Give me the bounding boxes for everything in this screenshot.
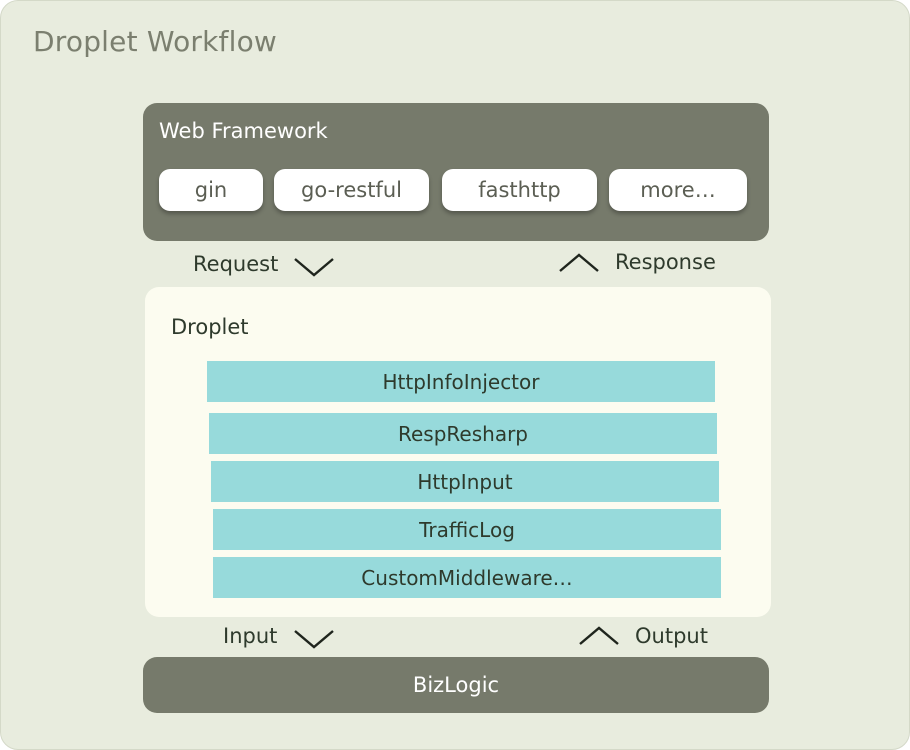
droplet-title: Droplet: [171, 315, 249, 339]
chevron-up-icon: [578, 625, 620, 647]
middleware-custommiddleware: CustomMiddleware…: [213, 557, 721, 598]
chevron-down-icon: [293, 628, 335, 650]
framework-chip-gin: gin: [159, 169, 263, 211]
middleware-respresharp: RespResharp: [209, 413, 717, 454]
response-label: Response: [615, 250, 716, 274]
web-framework-title: Web Framework: [159, 119, 328, 143]
chevron-down-icon: [293, 256, 335, 278]
framework-chip-fasthttp: fasthttp: [442, 169, 597, 211]
request-label: Request: [193, 252, 279, 276]
chevron-up-icon: [558, 252, 600, 274]
droplet-box: Droplet HttpInfoInjector RespResharp Htt…: [145, 287, 771, 617]
bizlogic-box: BizLogic: [143, 657, 769, 713]
page-title: Droplet Workflow: [33, 25, 278, 58]
web-framework-box: Web Framework gin go-restful fasthttp mo…: [143, 103, 769, 241]
middleware-httpinfoinjector: HttpInfoInjector: [207, 361, 715, 402]
middleware-httpinput: HttpInput: [211, 461, 719, 502]
output-label: Output: [635, 624, 708, 648]
framework-chip-go-restful: go-restful: [274, 169, 429, 211]
framework-chip-more: more…: [609, 169, 747, 211]
middleware-trafficlog: TrafficLog: [213, 509, 721, 550]
input-label: Input: [223, 624, 278, 648]
